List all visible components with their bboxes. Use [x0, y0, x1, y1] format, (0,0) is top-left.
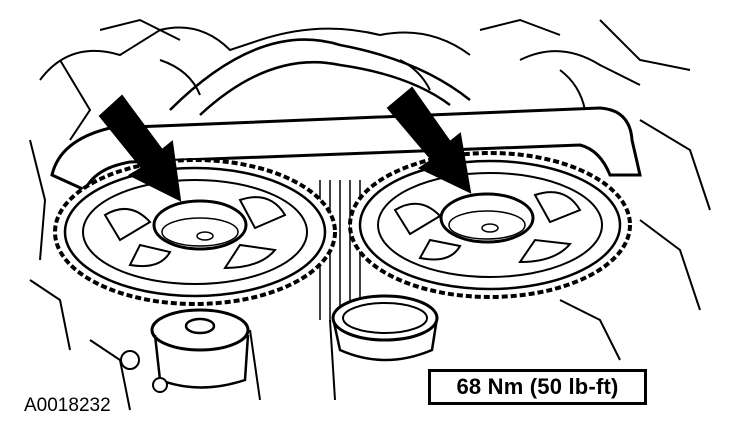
belt-top-arch [169, 38, 471, 116]
left-camshaft-sprocket [53, 158, 337, 306]
right-camshaft-sprocket [348, 151, 632, 299]
timing-belt [50, 106, 642, 192]
arrow-down-icon [98, 94, 182, 202]
tensioner-bolt [120, 308, 250, 393]
idler-pulley [331, 294, 439, 362]
torque-spec-label: 68 Nm (50 lb-ft) [428, 369, 647, 405]
figure-id: A0018232 [24, 395, 111, 416]
arrow-down-icon [386, 86, 472, 194]
